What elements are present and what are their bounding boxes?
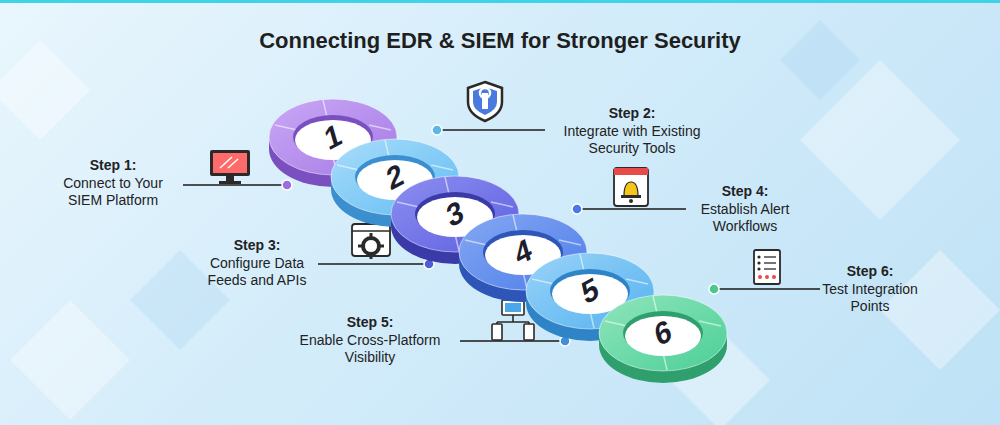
step-heading: Step 3: (197, 237, 317, 254)
step-description: Configure Data Feeds and APIs (197, 255, 317, 289)
diagram-title: Connecting EDR & SIEM for Stronger Secur… (0, 28, 1000, 54)
step-heading: Step 2: (547, 105, 717, 122)
step-description: Enable Cross-Platform Visibility (288, 332, 453, 366)
step-description: Test Integration Points (808, 281, 933, 315)
step-description: Establish Alert Workflows (685, 201, 805, 235)
step-heading: Step 6: (808, 263, 933, 280)
step-heading: Step 4: (685, 183, 805, 200)
step-ring: 6 (593, 291, 733, 391)
step-description: Integrate with Existing Security Tools (547, 123, 717, 157)
step-description: Connect to Your SIEM Platform (53, 175, 173, 209)
step-heading: Step 5: (288, 314, 453, 331)
step-heading: Step 1: (53, 157, 173, 174)
